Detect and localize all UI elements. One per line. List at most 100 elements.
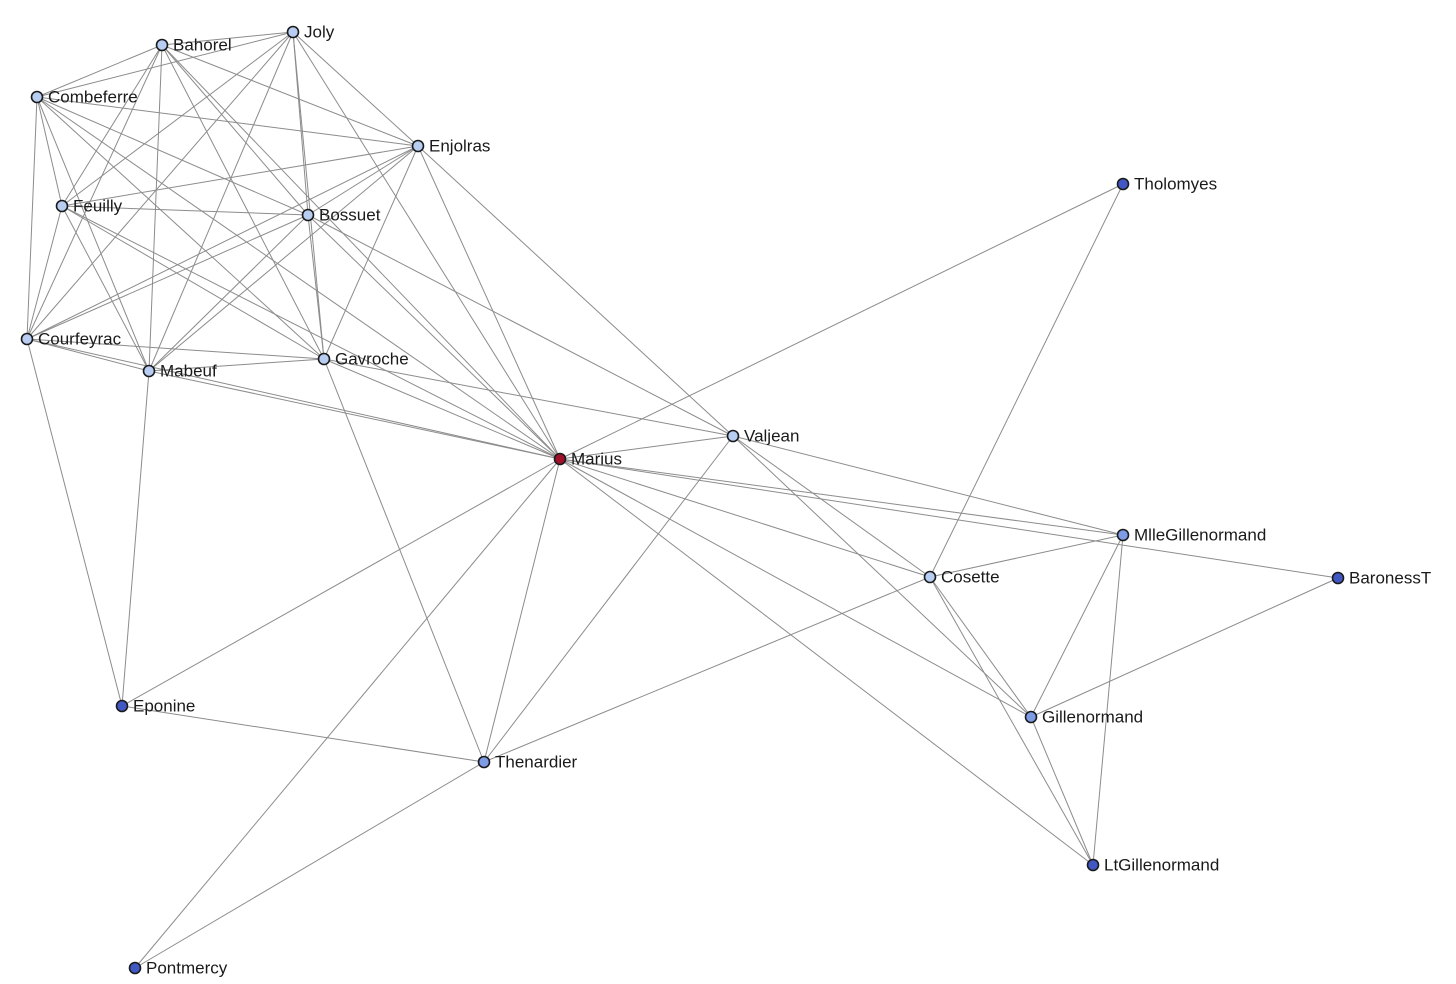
node-label: Valjean bbox=[744, 426, 799, 445]
node-label: Combeferre bbox=[48, 87, 138, 106]
edge-enjolras-courfeyrac bbox=[26, 145, 419, 340]
edge-courfeyrac-mabeuf bbox=[26, 338, 150, 372]
edge-bossuet-mabeuf bbox=[148, 214, 309, 372]
edge-combeferre-bossuet bbox=[36, 96, 309, 216]
edge-marius-ltgillenormand bbox=[559, 458, 1094, 866]
node-label: Enjolras bbox=[429, 136, 490, 155]
edge-cosette-gillenormand bbox=[929, 576, 1032, 718]
node-circle[interactable] bbox=[317, 352, 331, 366]
edge-mabeuf-eponine bbox=[121, 370, 150, 707]
edge-mllegillenormand-ltgillenormand bbox=[1092, 534, 1124, 866]
node-circle[interactable] bbox=[1024, 710, 1038, 724]
node-cosette[interactable]: Cosette bbox=[923, 567, 1000, 586]
node-circle[interactable] bbox=[411, 139, 425, 153]
node-feuilly[interactable]: Feuilly bbox=[55, 196, 123, 215]
node-pontmercy[interactable]: Pontmercy bbox=[128, 958, 228, 977]
edge-enjolras-gavroche bbox=[323, 145, 419, 360]
edge-bossuet-valjean bbox=[307, 214, 734, 437]
edge-enjolras-bossuet bbox=[307, 145, 419, 216]
node-label: Tholomyes bbox=[1134, 174, 1217, 193]
node-circle[interactable] bbox=[142, 364, 156, 378]
node-gillenormand[interactable]: Gillenormand bbox=[1024, 707, 1144, 726]
edge-bossuet-marius bbox=[307, 214, 561, 460]
node-gavroche[interactable]: Gavroche bbox=[317, 349, 409, 368]
edge-joly-feuilly bbox=[61, 31, 294, 207]
node-circle[interactable] bbox=[1116, 177, 1130, 191]
node-marius[interactable]: Marius bbox=[553, 449, 623, 468]
node-circle[interactable] bbox=[115, 699, 129, 713]
node-label: Mabeuf bbox=[160, 361, 217, 380]
edge-marius-tholomyes bbox=[559, 183, 1124, 460]
edge-cosette-thenardier bbox=[483, 576, 931, 763]
edge-bahorel-marius bbox=[161, 44, 561, 460]
node-combeferre[interactable]: Combeferre bbox=[30, 87, 138, 106]
node-ltgillenormand[interactable]: LtGillenormand bbox=[1086, 855, 1220, 874]
node-circle[interactable] bbox=[301, 208, 315, 222]
node-courfeyrac[interactable]: Courfeyrac bbox=[20, 329, 122, 348]
edge-marius-gillenormand bbox=[559, 458, 1032, 718]
node-circle[interactable] bbox=[286, 25, 300, 39]
edge-bahorel-combeferre bbox=[36, 44, 163, 98]
edge-joly-marius bbox=[292, 31, 561, 460]
node-label: Courfeyrac bbox=[38, 329, 122, 348]
node-label: MlleGillenormand bbox=[1134, 525, 1266, 544]
edge-marius-eponine bbox=[121, 458, 561, 707]
edge-thenardier-pontmercy bbox=[134, 761, 485, 969]
node-circle[interactable] bbox=[1331, 571, 1345, 585]
edge-marius-mllegillenormand bbox=[559, 458, 1124, 536]
edge-bossuet-gavroche bbox=[307, 214, 325, 360]
edge-marius-thenardier bbox=[483, 458, 561, 763]
node-bahorel[interactable]: Bahorel bbox=[155, 35, 232, 54]
node-valjean[interactable]: Valjean bbox=[726, 426, 800, 445]
edge-mabeuf-gavroche bbox=[148, 358, 325, 372]
edge-enjolras-valjean bbox=[417, 145, 734, 437]
node-circle[interactable] bbox=[155, 38, 169, 52]
node-mabeuf[interactable]: Mabeuf bbox=[142, 361, 217, 380]
edge-valjean-thenardier bbox=[483, 435, 734, 763]
edge-valjean-cosette bbox=[732, 435, 931, 578]
edge-marius-valjean bbox=[559, 435, 734, 460]
node-mllegillenormand[interactable]: MlleGillenormand bbox=[1116, 525, 1267, 544]
edge-joly-mabeuf bbox=[148, 31, 294, 372]
edge-gavroche-marius bbox=[323, 358, 561, 460]
node-label: BaronessT bbox=[1349, 568, 1431, 587]
edge-bahorel-courfeyrac bbox=[26, 44, 163, 340]
edge-joly-courfeyrac bbox=[26, 31, 294, 340]
node-tholomyes[interactable]: Tholomyes bbox=[1116, 174, 1218, 193]
node-circle[interactable] bbox=[923, 570, 937, 584]
node-enjolras[interactable]: Enjolras bbox=[411, 136, 491, 155]
edge-feuilly-marius bbox=[61, 205, 561, 460]
node-circle[interactable] bbox=[30, 90, 44, 104]
edge-bahorel-bossuet bbox=[161, 44, 309, 216]
edges-layer bbox=[26, 31, 1339, 969]
edge-mabeuf-marius bbox=[148, 370, 561, 460]
node-circle[interactable] bbox=[1086, 858, 1100, 872]
node-circle[interactable] bbox=[553, 452, 567, 466]
node-bossuet[interactable]: Bossuet bbox=[301, 205, 381, 224]
node-label: Gavroche bbox=[335, 349, 409, 368]
edge-joly-enjolras bbox=[292, 31, 419, 147]
edge-gillenormand-ltgillenormand bbox=[1030, 716, 1094, 866]
edge-feuilly-gavroche bbox=[61, 205, 325, 360]
node-label: Feuilly bbox=[73, 196, 123, 215]
node-circle[interactable] bbox=[477, 755, 491, 769]
node-thenardier[interactable]: Thenardier bbox=[477, 752, 578, 771]
node-label: Pontmercy bbox=[146, 958, 228, 977]
node-label: Bossuet bbox=[319, 205, 381, 224]
edge-combeferre-courfeyrac bbox=[26, 96, 38, 340]
edge-combeferre-enjolras bbox=[36, 96, 419, 147]
edge-combeferre-marius bbox=[36, 96, 561, 460]
edge-bahorel-joly bbox=[161, 31, 294, 46]
node-circle[interactable] bbox=[55, 199, 69, 213]
node-circle[interactable] bbox=[128, 961, 142, 975]
edge-courfeyrac-marius bbox=[26, 338, 561, 460]
node-circle[interactable] bbox=[1116, 528, 1130, 542]
node-circle[interactable] bbox=[20, 332, 34, 346]
edge-marius-pontmercy bbox=[134, 458, 561, 969]
node-baronesst[interactable]: BaronessT bbox=[1331, 568, 1432, 587]
node-joly[interactable]: Joly bbox=[286, 22, 335, 41]
node-circle[interactable] bbox=[726, 429, 740, 443]
node-eponine[interactable]: Eponine bbox=[115, 696, 196, 715]
